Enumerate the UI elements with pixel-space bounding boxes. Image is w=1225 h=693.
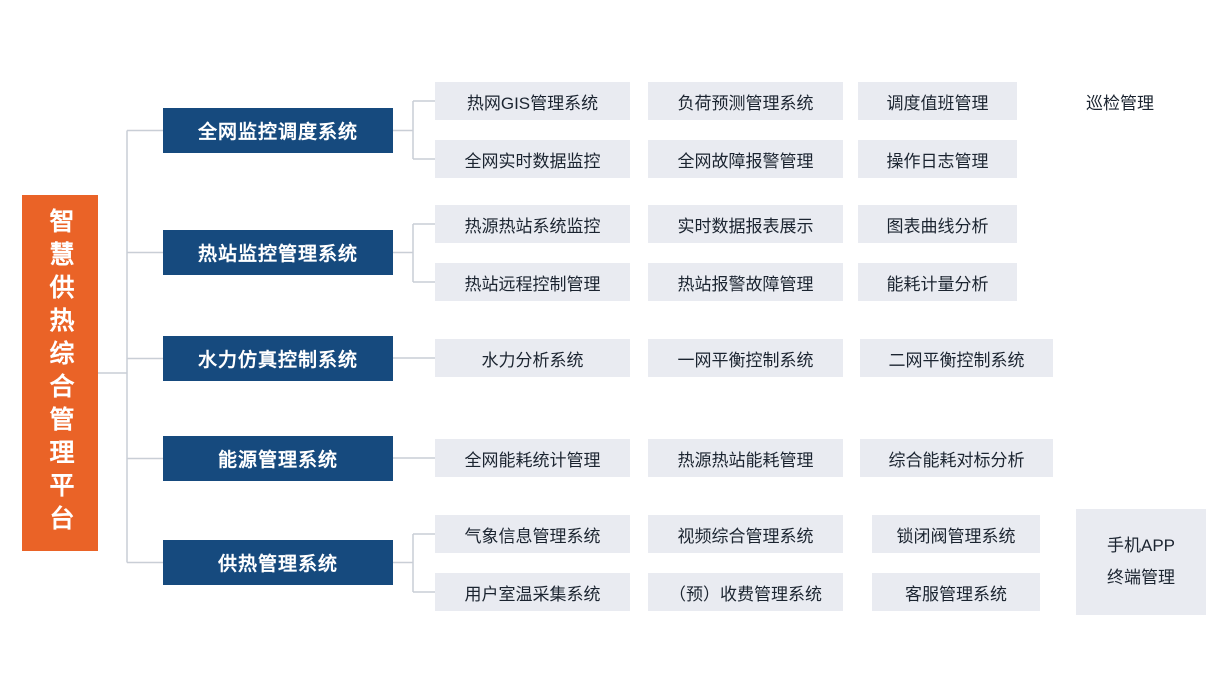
module-box: 综合能耗对标分析 [860, 439, 1053, 477]
branch-box-3: 水力仿真控制系统 [163, 336, 393, 381]
mobile-app-line1: 手机APP [1106, 535, 1176, 555]
branch-box-5: 供热管理系统 [163, 540, 393, 585]
module-box: 全网能耗统计管理 [435, 439, 630, 477]
module-box: 全网实时数据监控 [435, 140, 630, 178]
module-box: 热站报警故障管理 [648, 263, 843, 301]
branch-box-2: 热站监控管理系统 [163, 230, 393, 275]
branch-box-1: 全网监控调度系统 [163, 108, 393, 153]
module-box: 水力分析系统 [435, 339, 630, 377]
mobile-app-box: 手机APP 终端管理 [1076, 509, 1206, 615]
module-box: 实时数据报表展示 [648, 205, 843, 243]
module-box: 热网GIS管理系统 [435, 82, 630, 120]
module-box: 视频综合管理系统 [648, 515, 843, 553]
module-box: 操作日志管理 [858, 140, 1017, 178]
module-box: 调度值班管理 [858, 82, 1017, 120]
platform-root-box: 智慧供热综合管理平台 [22, 195, 98, 551]
mobile-app-line2: 终端管理 [1107, 568, 1175, 587]
module-box: 二网平衡控制系统 [860, 339, 1053, 377]
module-box: 负荷预测管理系统 [648, 82, 843, 120]
module-box: （预）收费管理系统 [648, 573, 843, 611]
module-box: 能耗计量分析 [858, 263, 1017, 301]
module-box: 客服管理系统 [872, 573, 1040, 611]
branch-box-4: 能源管理系统 [163, 436, 393, 481]
module-box: 全网故障报警管理 [648, 140, 843, 178]
module-box: 热源热站系统监控 [435, 205, 630, 243]
module-box: 图表曲线分析 [858, 205, 1017, 243]
module-text-plain: 巡检管理 [1086, 93, 1154, 113]
module-box: 热源热站能耗管理 [648, 439, 843, 477]
platform-title: 智慧供热综合管理平台 [46, 208, 74, 538]
module-box: 气象信息管理系统 [435, 515, 630, 553]
module-box: 热站远程控制管理 [435, 263, 630, 301]
module-box: 用户室温采集系统 [435, 573, 630, 611]
module-box: 锁闭阀管理系统 [872, 515, 1040, 553]
module-box: 一网平衡控制系统 [648, 339, 843, 377]
